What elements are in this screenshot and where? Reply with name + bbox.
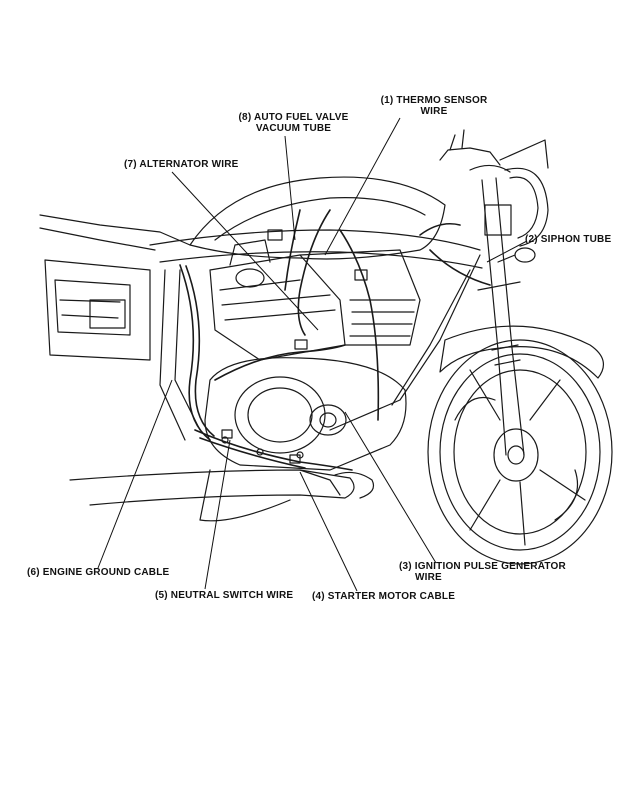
leader-engine-ground xyxy=(98,380,172,568)
siphon-tube-label: (2) SIPHON TUBE xyxy=(525,234,612,245)
alternator-label: (7) ALTERNATOR WIRE xyxy=(124,159,239,170)
callout-thermo-sensor: (1) THERMO SENSOR WIRE xyxy=(378,95,490,117)
callout-ignition-pulse: (3) IGNITION PULSE GENERATOR WIRE xyxy=(399,561,566,583)
clamps xyxy=(222,230,367,463)
callout-starter-motor: (4) STARTER MOTOR CABLE xyxy=(312,591,455,602)
front-wheel xyxy=(428,340,612,564)
callout-engine-ground: (6) ENGINE GROUND CABLE xyxy=(27,567,169,578)
ignition-pulse-label-2: WIRE xyxy=(415,572,442,583)
leader-ignition-pulse xyxy=(345,412,436,563)
crankcase xyxy=(205,358,406,470)
thermo-sensor-label: (1) THERMO SENSOR xyxy=(380,95,488,106)
auto-fuel-valve-label: (8) AUTO FUEL VALVE xyxy=(238,112,349,123)
callout-neutral-switch: (5) NEUTRAL SWITCH WIRE xyxy=(155,590,293,601)
ignition-pulse-label: (3) IGNITION PULSE GENERATOR xyxy=(399,561,566,572)
leader-starter-motor xyxy=(300,472,357,591)
thermo-sensor-label-2: WIRE xyxy=(420,106,448,117)
rear-seat-area xyxy=(40,215,190,360)
leader-thermo-sensor xyxy=(325,118,400,255)
fuel-tank xyxy=(190,177,445,259)
neutral-switch-label: (5) NEUTRAL SWITCH WIRE xyxy=(155,590,294,601)
leader-lines xyxy=(98,118,527,591)
starter-motor-label: (4) STARTER MOTOR CABLE xyxy=(312,591,456,602)
leader-auto-fuel-valve xyxy=(285,136,295,240)
headlight xyxy=(498,140,548,262)
engine-cylinder xyxy=(210,240,420,360)
engine-ground-label: (6) ENGINE GROUND CABLE xyxy=(27,567,170,578)
handlebar xyxy=(440,130,510,172)
callout-auto-fuel-valve: (8) AUTO FUEL VALVE VACUUM TUBE xyxy=(236,112,351,134)
wire-harness xyxy=(180,210,490,470)
exhaust xyxy=(70,470,374,521)
front-fender xyxy=(440,326,603,378)
callout-alternator: (7) ALTERNATOR WIRE xyxy=(124,159,239,170)
leader-siphon-tube xyxy=(487,241,527,262)
frame xyxy=(150,230,482,440)
auto-fuel-valve-label-2: VACUUM TUBE xyxy=(255,123,332,134)
leader-alternator xyxy=(172,172,318,330)
leader-neutral-switch xyxy=(205,440,230,589)
front-fork xyxy=(478,178,524,455)
callout-siphon-tube: (2) SIPHON TUBE xyxy=(525,234,611,245)
